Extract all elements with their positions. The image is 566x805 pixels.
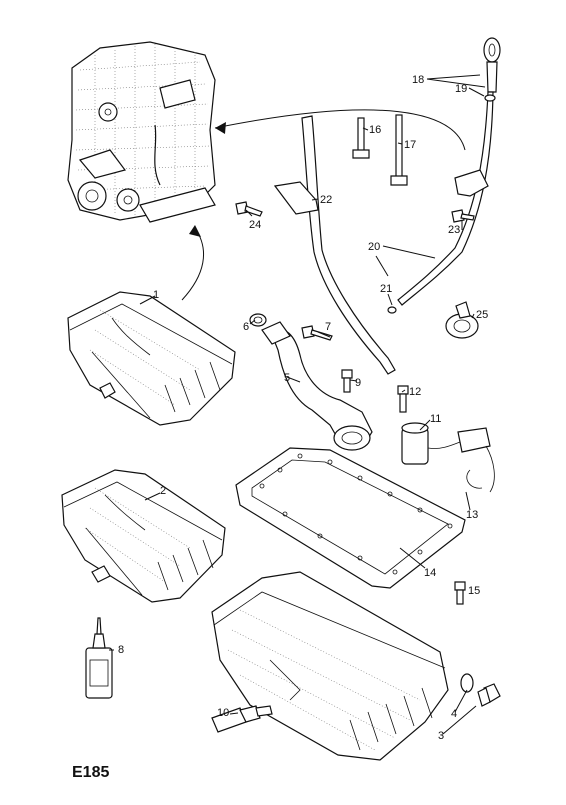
callout-21: 21 bbox=[380, 283, 392, 295]
callout-2: 2 bbox=[160, 485, 166, 497]
dipstick-tube-illustration bbox=[273, 115, 396, 375]
callout-4: 4 bbox=[451, 708, 457, 720]
dipstick-illustration bbox=[397, 37, 501, 306]
callout-22: 22 bbox=[320, 194, 332, 206]
callout-leader-lines bbox=[109, 74, 486, 735]
hose-clip-illustration bbox=[445, 301, 479, 339]
callout-20: 20 bbox=[368, 241, 380, 253]
callout-19: 19 bbox=[455, 83, 467, 95]
callout-15: 15 bbox=[468, 585, 480, 597]
callout-13: 13 bbox=[466, 509, 478, 521]
callout-11: 11 bbox=[430, 413, 441, 425]
bolt-17-illustration bbox=[390, 114, 408, 186]
oil-pan-gasket-illustration bbox=[235, 447, 466, 589]
bolt-7-illustration bbox=[301, 325, 333, 341]
callout-10: 10 bbox=[217, 707, 229, 719]
oil-pan-2-illustration bbox=[61, 469, 226, 603]
large-oil-pan-illustration bbox=[211, 571, 449, 761]
callout-6: 6 bbox=[243, 321, 249, 333]
callout-1: 1 bbox=[153, 289, 159, 301]
bolt-24-illustration bbox=[235, 201, 263, 217]
flow-arrows bbox=[181, 109, 466, 301]
o-ring-seal-illustration bbox=[249, 313, 267, 327]
callout-labels: 1 2 3 4 5 6 7 8 9 10 11 12 13 14 15 16 1… bbox=[118, 74, 488, 742]
callout-12: 12 bbox=[409, 386, 421, 398]
callout-3: 3 bbox=[438, 730, 444, 742]
bolt-16-illustration bbox=[352, 117, 370, 159]
sealant-bottle-illustration bbox=[85, 617, 113, 699]
bolt-12-illustration bbox=[397, 385, 409, 413]
callout-24: 24 bbox=[249, 219, 261, 231]
callout-18: 18 bbox=[412, 74, 424, 86]
callout-5: 5 bbox=[284, 372, 290, 384]
callout-23: 23 bbox=[448, 224, 460, 236]
oil-pan-1-illustration bbox=[67, 291, 236, 426]
callout-25: 25 bbox=[476, 309, 488, 321]
callout-16: 16 bbox=[369, 124, 381, 136]
diagram-code: E185 bbox=[72, 764, 109, 781]
engine-assembly-illustration bbox=[67, 41, 216, 223]
bolt-23-illustration bbox=[451, 209, 475, 223]
bolt-9-illustration bbox=[341, 369, 353, 393]
callout-8: 8 bbox=[118, 644, 124, 656]
callout-9: 9 bbox=[355, 377, 361, 389]
oil-level-sensor-illustration bbox=[401, 422, 495, 493]
drain-plug-illustration bbox=[460, 673, 501, 707]
callout-14: 14 bbox=[424, 567, 436, 579]
oil-temperature-sensor-illustration bbox=[211, 705, 273, 733]
callout-7: 7 bbox=[325, 321, 331, 333]
callout-17: 17 bbox=[404, 139, 416, 151]
bolt-15-illustration bbox=[454, 581, 466, 605]
oil-pickup-pipe-illustration bbox=[261, 321, 373, 451]
